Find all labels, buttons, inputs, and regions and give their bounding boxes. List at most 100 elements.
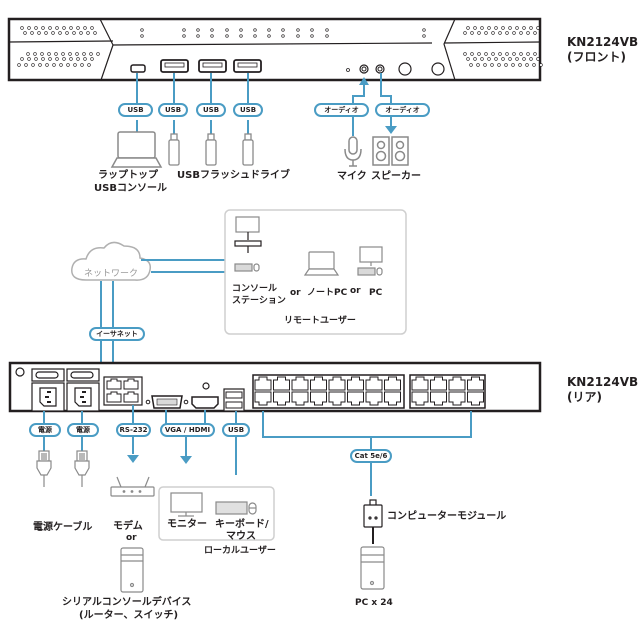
modem-label: モデム: [113, 521, 143, 532]
mouse-label: マウス: [226, 531, 256, 542]
cable-label-power: 電源: [67, 423, 99, 437]
vent-hole: [26, 52, 30, 56]
vent-hole: [466, 57, 470, 61]
vent-hole: [498, 31, 502, 35]
vent-hole: [59, 63, 63, 67]
kvm-port: [448, 376, 466, 391]
led-indicator: [239, 28, 243, 32]
led-indicator: [239, 34, 243, 38]
computer-module-icon: [363, 499, 383, 544]
vent-hole: [484, 52, 488, 56]
led-indicator: [325, 34, 329, 38]
audio-jack-mic: [359, 64, 369, 74]
vent-hole: [62, 26, 66, 30]
power-switch: [31, 368, 65, 382]
led-indicator: [296, 34, 300, 38]
vent-hole: [484, 31, 488, 35]
or-text: or: [350, 286, 361, 296]
vent-hole: [73, 63, 77, 67]
vent-hole: [83, 57, 87, 61]
speaker-label: スピーカー: [371, 171, 421, 182]
usb-flash-drive-icon: [168, 133, 180, 166]
vent-hole: [487, 26, 491, 30]
power-plug-icon: [36, 450, 52, 487]
vent-hole: [51, 31, 55, 35]
vent-hole: [487, 57, 491, 61]
led-indicator: [422, 34, 426, 38]
vent-hole: [68, 52, 72, 56]
vent-hole: [532, 63, 536, 67]
rear-model-label: KN2124VB: [567, 375, 639, 389]
vent-hole: [525, 63, 529, 67]
vent-hole: [20, 26, 24, 30]
vent-hole: [529, 26, 533, 30]
vent-hole: [508, 26, 512, 30]
microphone-icon: [344, 136, 362, 167]
audio-jack-speaker: [375, 64, 385, 74]
kvm-port: [384, 376, 401, 391]
vent-hole: [470, 31, 474, 35]
kvm-port: [273, 391, 290, 406]
vent-hole: [41, 57, 45, 61]
vent-hole: [69, 26, 73, 30]
pc-count-label: PC x 24: [355, 598, 393, 608]
front-model-label: KN2124VB: [567, 35, 639, 49]
vent-hole: [79, 31, 83, 35]
vent-hole: [463, 52, 467, 56]
vent-hole: [539, 63, 543, 67]
usb-flash-drive-icon: [242, 133, 254, 166]
arrow-down-icon: [385, 126, 397, 134]
vent-hole: [90, 57, 94, 61]
kvm-port: [365, 391, 383, 406]
vent-hole: [522, 26, 526, 30]
vent-hole: [87, 63, 91, 67]
led-indicator: [140, 34, 144, 38]
cable-label-video: VGA / HDMI: [160, 423, 215, 437]
led-indicator: [310, 34, 314, 38]
mic-label: マイク: [337, 171, 367, 182]
vent-hole: [76, 26, 80, 30]
vent-hole: [526, 31, 530, 35]
power-switch: [66, 368, 100, 382]
vent-hole: [27, 57, 31, 61]
led-indicator: [182, 34, 186, 38]
front-button: [398, 62, 412, 76]
led-indicator: [253, 28, 257, 32]
vent-hole: [41, 26, 45, 30]
keyboard-mouse-icon: [215, 501, 257, 515]
vent-hole: [72, 31, 76, 35]
vent-hole: [529, 57, 533, 61]
vent-hole: [40, 52, 44, 56]
led-indicator: [325, 28, 329, 32]
front-usb-port: [198, 59, 227, 73]
vent-hole: [536, 57, 540, 61]
vent-hole: [494, 26, 498, 30]
vent-hole: [55, 26, 59, 30]
notebook-pc-label: ノートPC: [307, 288, 348, 298]
vent-hole: [61, 52, 65, 56]
vent-hole: [31, 63, 35, 67]
vent-hole: [47, 52, 51, 56]
cable-label-audio: オーディオ: [375, 103, 430, 117]
led-indicator: [296, 28, 300, 32]
speakers-icon: [372, 136, 409, 166]
cable-label-ethernet: イーサネット: [89, 327, 145, 341]
vent-hole: [89, 52, 93, 56]
led-indicator: [196, 34, 200, 38]
vent-hole: [75, 52, 79, 56]
vent-hole: [505, 52, 509, 56]
front-side-label: (フロント): [567, 50, 626, 64]
led-indicator: [422, 28, 426, 32]
kvm-port: [310, 376, 327, 391]
vent-hole: [90, 26, 94, 30]
vent-hole: [23, 31, 27, 35]
vent-hole: [65, 31, 69, 35]
vent-hole: [30, 31, 34, 35]
vent-hole: [491, 52, 495, 56]
vent-hole: [480, 26, 484, 30]
vent-hole: [504, 63, 508, 67]
vent-hole: [508, 57, 512, 61]
vent-hole: [470, 52, 474, 56]
rj45-port: [123, 378, 139, 390]
local-users-title: ローカルユーザー: [204, 546, 276, 556]
